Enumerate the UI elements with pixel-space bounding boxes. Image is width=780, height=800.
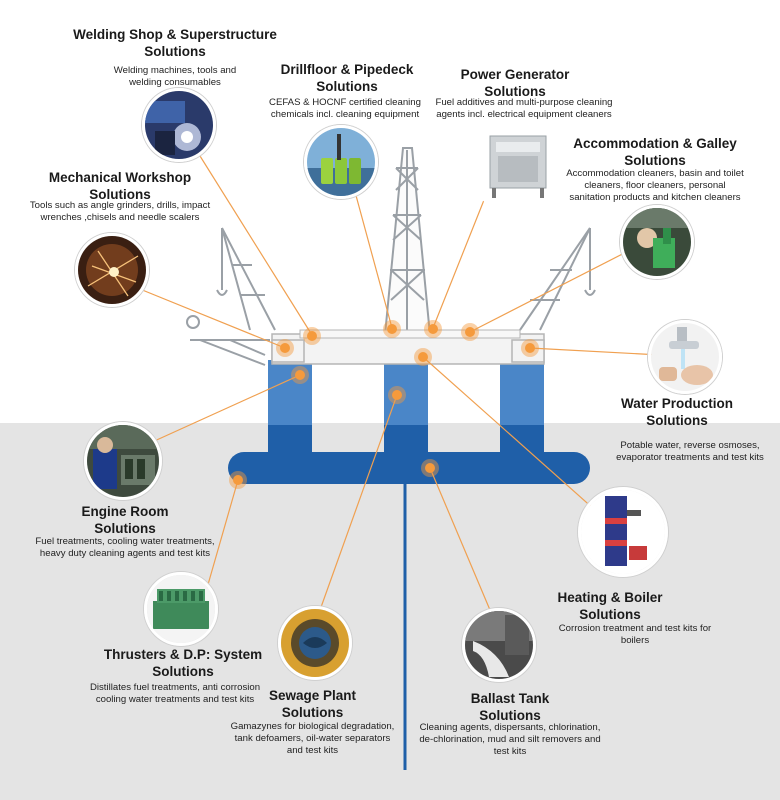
water-description: Potable water, reverse osmoses,evaporato… (616, 440, 764, 463)
sewage-pipe-photo-icon (278, 606, 352, 680)
marker-engine (291, 366, 309, 384)
marker-thrusters (229, 471, 247, 489)
engine-block-photo-icon (144, 572, 218, 646)
marker-ballast (421, 459, 439, 477)
cleaning-machine-photo-icon (482, 128, 556, 202)
marker-power (424, 320, 442, 338)
left-crane (216, 227, 276, 331)
water-tap-photo-icon (648, 320, 722, 394)
rig-columns (268, 360, 544, 455)
marker-mechanical (276, 339, 294, 357)
helideck-support (186, 315, 270, 366)
derrick (383, 147, 432, 336)
chemical-drums-photo-icon (304, 125, 378, 199)
ballast-description: Cleaning agents, dispersants, chlorinati… (419, 722, 601, 757)
connector-lines (129, 139, 661, 611)
marker-sewage (388, 386, 406, 404)
boiler-photo-icon (578, 487, 668, 577)
marker-welding (303, 327, 321, 345)
welding-photo-icon (142, 88, 216, 162)
engine-room-photo-icon (84, 422, 162, 500)
marker-drillfloor (383, 320, 401, 338)
accommodation-description: Accommodation cleaners, basin and toilet… (566, 168, 744, 203)
thrusters-description: Distillates fuel treatments, anti corros… (89, 682, 261, 705)
grinder-sparks-photo-icon (75, 233, 149, 307)
power-description: Fuel additives and multi-purpose cleanin… (435, 97, 613, 120)
mechanical-description: Tools such as angle grinders, drills, im… (29, 200, 211, 223)
engine-description: Fuel treatments, cooling water treatment… (35, 536, 215, 559)
sewage-description: Gamazynes for biological degradation,tan… (230, 721, 395, 756)
galley-cleaning-photo-icon (620, 205, 694, 279)
marker-accommodation (461, 323, 479, 341)
right-crane (519, 227, 596, 331)
ballast-discharge-photo-icon (462, 608, 536, 682)
marker-heating (414, 348, 432, 366)
hotspot-markers (229, 320, 539, 489)
pontoon (228, 452, 590, 484)
marker-water (521, 339, 539, 357)
main-deck (271, 333, 545, 365)
